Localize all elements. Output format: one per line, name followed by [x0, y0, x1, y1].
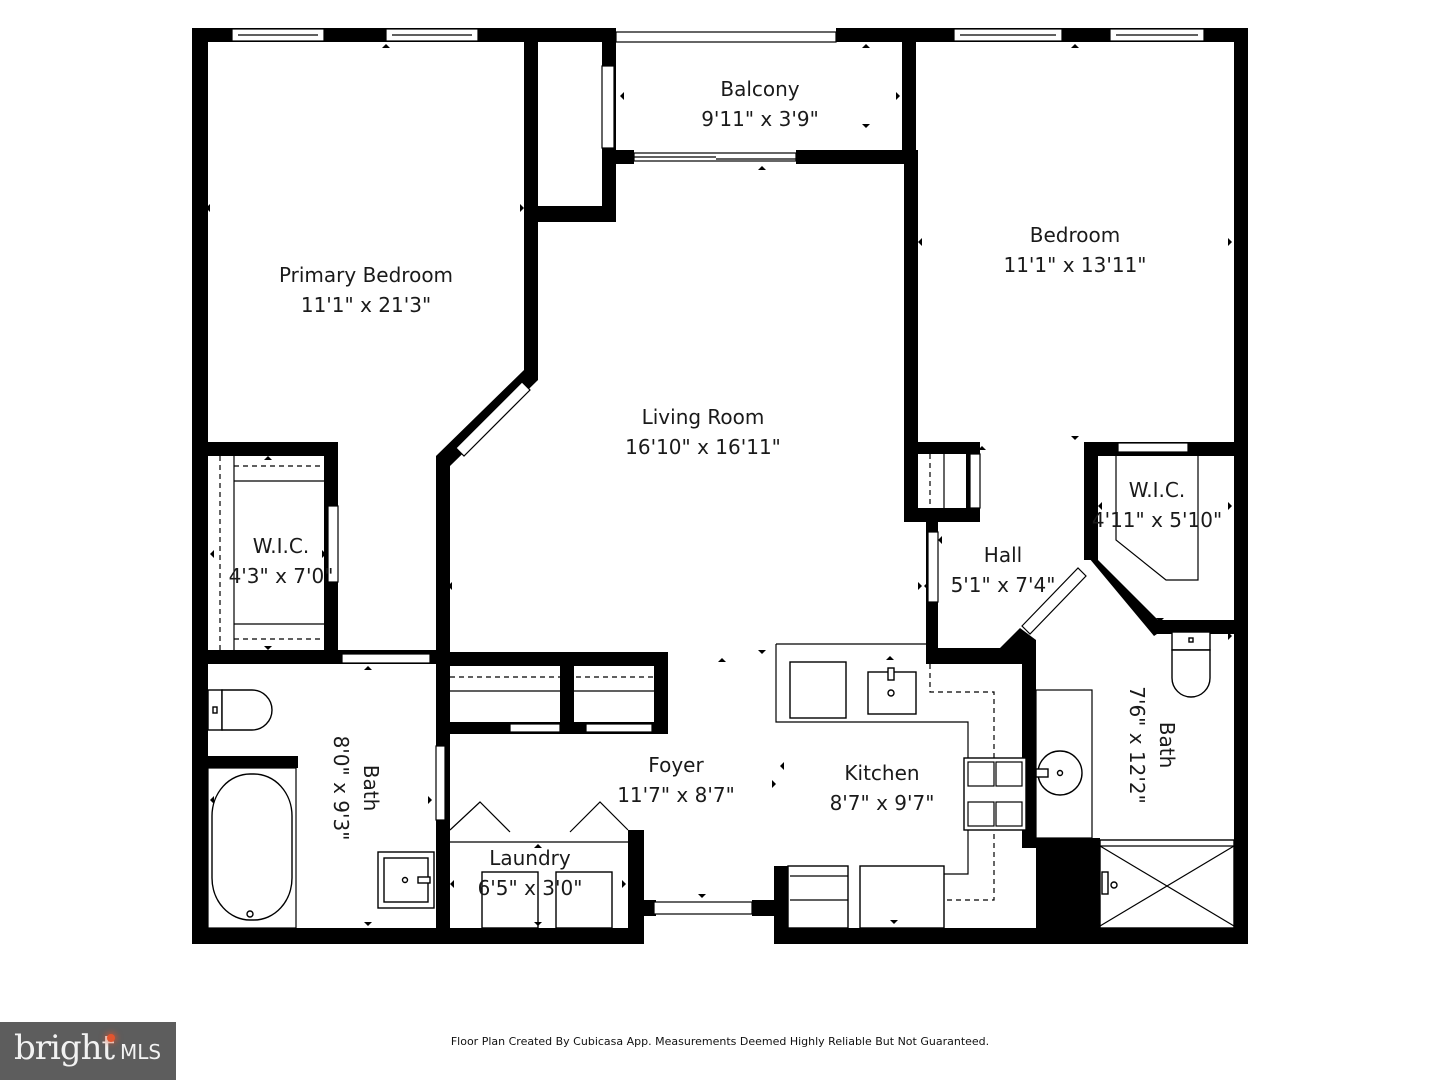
- bright-mls-logo: bright MLS: [0, 1022, 176, 1080]
- room-dims-laundry: 6'5" x 3'0": [478, 876, 583, 900]
- room-name-laundry: Laundry: [489, 846, 571, 870]
- room-dims-living-room: 16'10" x 16'11": [625, 435, 781, 459]
- room-name-wic-primary: W.I.C.: [253, 534, 309, 558]
- room-dims-kitchen: 8'7" x 9'7": [830, 791, 935, 815]
- room-name-bath-primary: Bath: [359, 765, 383, 812]
- room-labels: Primary Bedroom 11'1" x 21'3" Balcony 9'…: [229, 77, 1223, 900]
- room-dims-primary-bedroom: 11'1" x 21'3": [301, 293, 431, 317]
- openings: [327, 65, 1189, 821]
- room-dims-bedroom: 11'1" x 13'11": [1003, 253, 1146, 277]
- windows: [231, 28, 1205, 915]
- room-dims-bath-secondary: 7'6" x 12'2": [1125, 686, 1149, 804]
- room-name-primary-bedroom: Primary Bedroom: [279, 263, 453, 287]
- interior-walls: [192, 28, 1248, 944]
- room-name-kitchen: Kitchen: [844, 761, 919, 785]
- floor-plan-disclaimer: Floor Plan Created By Cubicasa App. Meas…: [450, 1035, 990, 1048]
- room-dims-bath-primary: 8'0" x 9'3": [329, 736, 353, 841]
- dimension-markers: [206, 44, 1232, 926]
- room-name-bath-secondary: Bath: [1155, 722, 1179, 769]
- room-dims-hall: 5'1" x 7'4": [951, 573, 1056, 597]
- room-name-hall: Hall: [984, 543, 1022, 567]
- room-dims-wic-bedroom: 4'11" x 5'10": [1092, 508, 1222, 532]
- logo-suffix-text: MLS: [120, 1040, 162, 1064]
- room-name-wic-bedroom: W.I.C.: [1129, 478, 1185, 502]
- logo-brand-text: bright: [14, 1028, 115, 1068]
- room-dims-balcony: 9'11" x 3'9": [701, 107, 819, 131]
- room-name-bedroom: Bedroom: [1030, 223, 1120, 247]
- room-dims-wic-primary: 4'3" x 7'0": [229, 564, 334, 588]
- room-name-balcony: Balcony: [720, 77, 799, 101]
- room-name-foyer: Foyer: [648, 753, 704, 777]
- fixtures: [207, 454, 1235, 929]
- room-dims-foyer: 11'7" x 8'7": [617, 783, 735, 807]
- room-name-living-room: Living Room: [642, 405, 765, 429]
- logo-spark-icon: [107, 1034, 115, 1042]
